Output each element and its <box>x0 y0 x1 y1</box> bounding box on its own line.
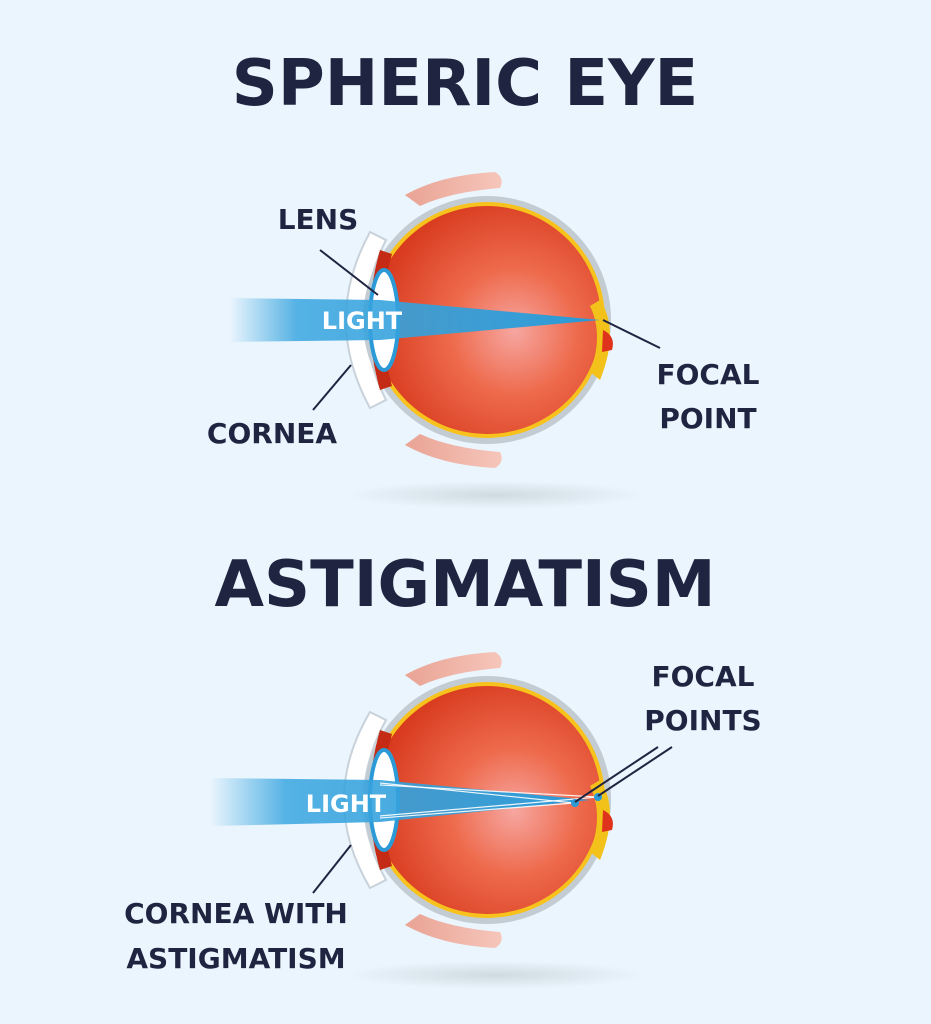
spheric-focal-label-line1: FOCAL <box>657 358 760 391</box>
astig-light-label: LIGHT <box>306 790 387 818</box>
spheric-eye-shadow <box>345 481 645 509</box>
spheric-optic-nerve-tip <box>602 330 613 352</box>
astig-cornea-label-line1: CORNEA WITH <box>124 897 348 930</box>
spheric-focal-leader <box>602 319 661 349</box>
astigmatism-section: ASTIGMATISM LIGHT FOCAL POINTS CORNEA WI… <box>124 548 762 989</box>
spheric-eye-section: SPHERIC EYE LIGHT LENS CORNEA FOCAL POIN… <box>207 47 760 509</box>
astig-cornea-leader <box>312 844 352 894</box>
spheric-lens-leader <box>319 249 379 296</box>
astig-top-muscle <box>405 652 502 686</box>
astigmatism-title: ASTIGMATISM <box>214 548 715 622</box>
astig-cornea-label-line2: ASTIGMATISM <box>126 942 345 975</box>
spheric-top-muscle <box>405 172 502 206</box>
spheric-cornea-label: CORNEA <box>207 417 337 450</box>
spheric-focal-label-line2: POINT <box>659 402 756 435</box>
spheric-light-beam <box>230 298 600 342</box>
astig-bottom-muscle <box>405 914 502 948</box>
spheric-bottom-muscle <box>405 434 502 468</box>
spheric-title: SPHERIC EYE <box>232 47 698 121</box>
astig-light-beam <box>210 778 590 826</box>
astig-ray-3 <box>379 784 599 798</box>
astig-focal-label-line1: FOCAL <box>652 660 755 693</box>
astig-optic-nerve-tip <box>602 810 613 832</box>
astig-focal-label-line2: POINTS <box>644 704 761 737</box>
spheric-lens-label: LENS <box>278 203 359 236</box>
astig-focal-leader-1 <box>574 746 659 803</box>
astig-ray-2 <box>379 802 575 819</box>
spheric-light-label: LIGHT <box>322 307 403 335</box>
astig-ray-4 <box>379 796 599 817</box>
astig-eye-shadow <box>345 961 645 989</box>
astig-focal-leader-2 <box>597 746 673 797</box>
astig-optic-nerve <box>590 780 610 860</box>
spheric-cornea-leader <box>312 364 352 411</box>
